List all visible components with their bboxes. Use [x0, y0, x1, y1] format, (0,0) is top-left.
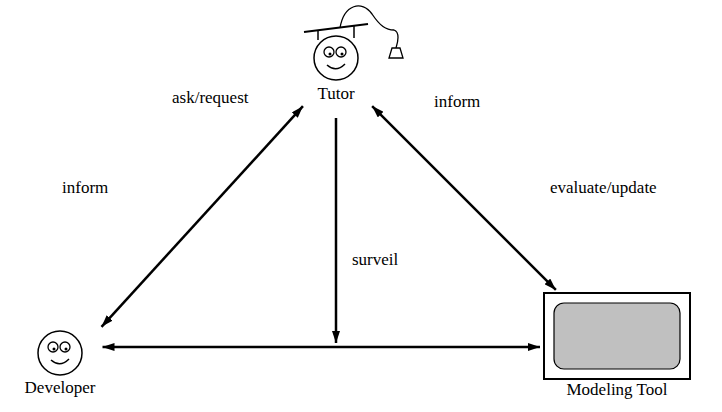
actor-node: Developer — [21, 328, 100, 398]
actor-node: Modeling Tool — [543, 292, 691, 400]
actor-name: Developer — [21, 378, 100, 398]
message-label: inform — [432, 92, 482, 112]
message-label: surveil — [350, 250, 400, 270]
monitor-icon — [543, 292, 691, 380]
actor-node: Tutor — [300, 12, 372, 104]
edge-label: ask/request — [170, 88, 250, 108]
connector — [102, 106, 303, 327]
connector — [103, 346, 541, 349]
edge-label: evaluate/update — [548, 178, 659, 198]
surveil-arrow — [335, 118, 338, 343]
face-icon — [24, 328, 96, 378]
message-label: inform — [60, 178, 110, 198]
actor-name: Tutor — [300, 84, 372, 104]
actor-name: Modeling Tool — [543, 380, 691, 400]
tutor-icon — [300, 12, 372, 84]
